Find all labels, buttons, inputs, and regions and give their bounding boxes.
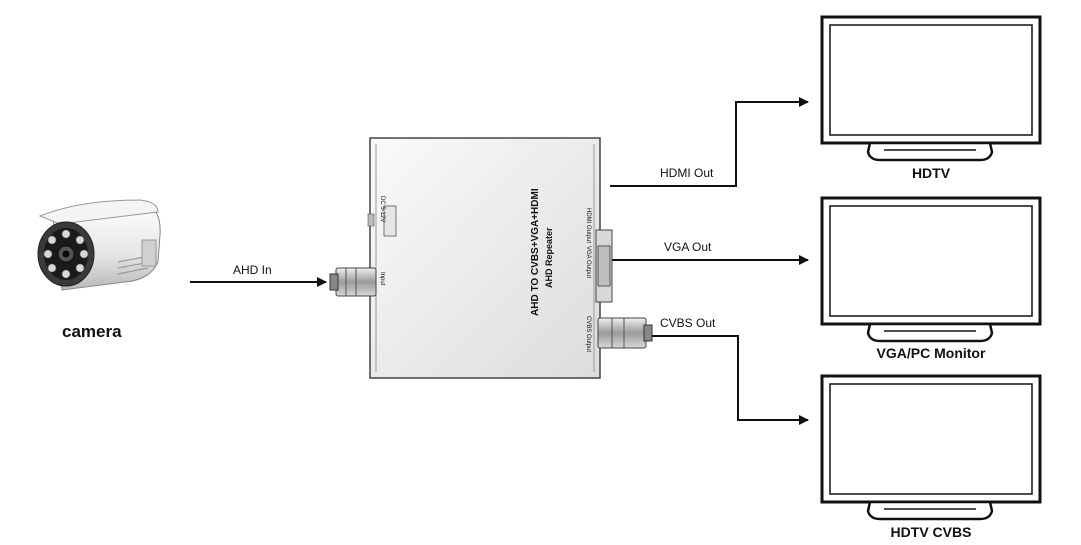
vga-port xyxy=(595,229,613,303)
vga-out-label: VGA Out xyxy=(664,240,712,254)
cvbs-bnc-connector xyxy=(597,317,653,349)
hdtv-cvbs-label: HDTV CVBS xyxy=(891,524,972,540)
vga-pc-monitor-icon xyxy=(820,196,1042,343)
hdtv-cvbs-monitor-icon xyxy=(820,374,1042,521)
hdtv-monitor-icon xyxy=(820,15,1042,162)
camera-label: camera xyxy=(62,322,122,341)
cvbs-port-label: CVBS Output xyxy=(585,316,591,352)
camera-icon xyxy=(37,199,161,291)
vga-port-label: VGA Output xyxy=(585,246,591,278)
hdmi-out-arrow xyxy=(610,97,809,187)
device-subtitle: AHD Repeater xyxy=(544,227,554,288)
cvbs-out-label: CVBS Out xyxy=(660,316,716,330)
hdmi-port-label: HDMI Output xyxy=(585,208,591,243)
vga-pc-monitor-label: VGA/PC Monitor xyxy=(877,345,986,361)
bnc-input-connector xyxy=(329,267,377,297)
cvbs-out-arrow xyxy=(652,335,809,425)
ahd-in-label: AHD In xyxy=(233,263,272,277)
power-port-label: DC 5-12V xyxy=(379,196,385,222)
hdmi-out-label: HDMI Out xyxy=(660,166,714,180)
input-port-label: Input xyxy=(379,272,385,286)
device-title: AHD TO CVBS+VGA+HDMI xyxy=(530,188,541,316)
hdtv-label: HDTV xyxy=(912,165,951,181)
ahd-repeater-device xyxy=(367,137,601,379)
